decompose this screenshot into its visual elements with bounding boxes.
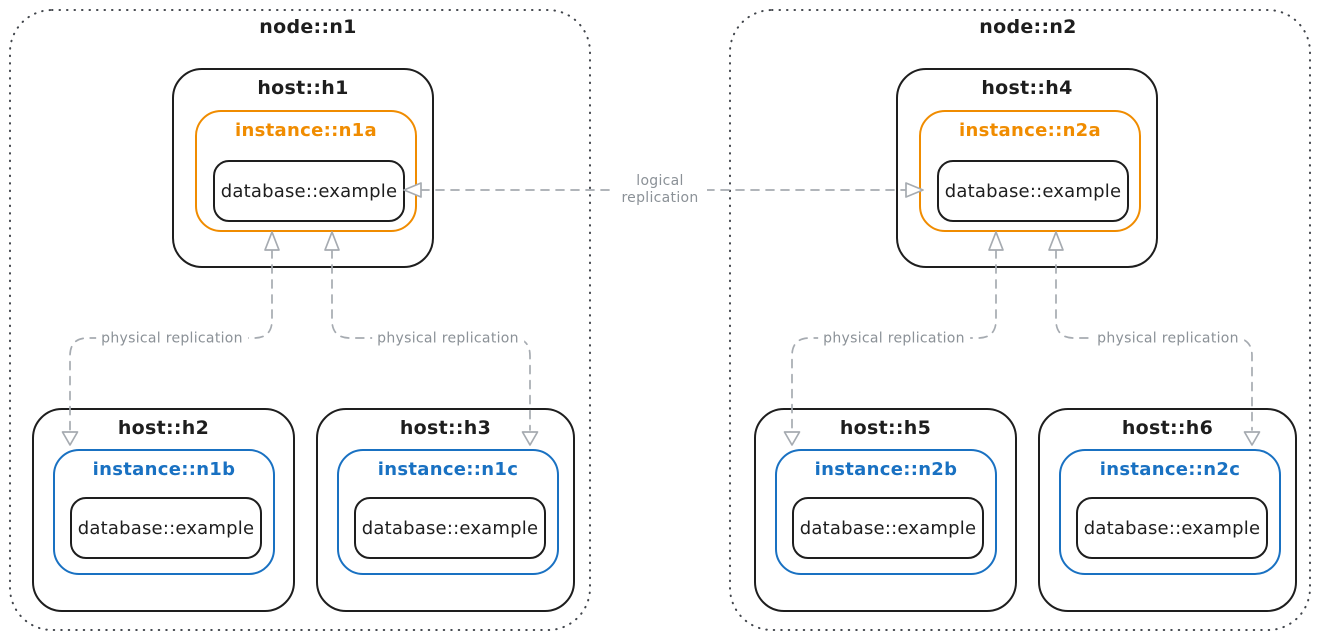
instance-box-n1b: instance::n1b database::example: [53, 449, 275, 575]
instance-title-n2a: instance::n2a: [959, 120, 1101, 141]
instance-title-n1a: instance::n1a: [235, 120, 377, 141]
node-box-n1: node::n1 host::h1 instance::n1a database…: [10, 10, 590, 630]
database-box-h3: database::example: [354, 497, 546, 559]
database-box-h4: database::example: [937, 160, 1129, 222]
host-title-h5: host::h5: [839, 417, 932, 439]
node-box-n2: node::n2 host::h4 instance::n2a database…: [730, 10, 1310, 630]
host-title-h4: host::h4: [981, 77, 1073, 99]
host-box-h4: host::h4 instance::n2a database::example: [896, 68, 1158, 268]
database-box-h1: database::example: [213, 160, 405, 222]
node-title-n2: node::n2: [979, 16, 1077, 38]
host-box-h2: host::h2 instance::n1b database::example: [32, 408, 295, 612]
edge-label-logical: logical replication: [613, 173, 707, 207]
host-box-h5: host::h5 instance::n2b database::example: [754, 408, 1017, 612]
instance-title-n1b: instance::n1b: [92, 459, 236, 480]
host-title-h3: host::h3: [399, 417, 492, 439]
node-title-n1: node::n1: [259, 16, 357, 38]
edge-label-physical-2: physical replication: [372, 330, 524, 348]
instance-box-n1a: instance::n1a database::example: [195, 110, 417, 232]
instance-box-n1c: instance::n1c database::example: [337, 449, 559, 575]
instance-title-n2b: instance::n2b: [814, 459, 958, 480]
host-title-h2: host::h2: [117, 417, 210, 439]
host-title-h1: host::h1: [257, 77, 349, 99]
host-box-h6: host::h6 instance::n2c database::example: [1038, 408, 1297, 612]
host-box-h1: host::h1 instance::n1a database::example: [172, 68, 434, 268]
edge-label-physical-4: physical replication: [1092, 330, 1244, 348]
instance-box-n2b: instance::n2b database::example: [775, 449, 997, 575]
host-title-h6: host::h6: [1121, 417, 1214, 439]
edge-label-physical-3: physical replication: [818, 330, 970, 348]
instance-box-n2c: instance::n2c database::example: [1059, 449, 1281, 575]
database-box-h6: database::example: [1076, 497, 1268, 559]
instance-title-n2c: instance::n2c: [1099, 459, 1241, 480]
instance-title-n1c: instance::n1c: [377, 459, 519, 480]
edge-label-physical-1: physical replication: [96, 330, 248, 348]
database-box-h2: database::example: [70, 497, 262, 559]
instance-box-n2a: instance::n2a database::example: [919, 110, 1141, 232]
host-box-h3: host::h3 instance::n1c database::example: [316, 408, 575, 612]
database-box-h5: database::example: [792, 497, 984, 559]
